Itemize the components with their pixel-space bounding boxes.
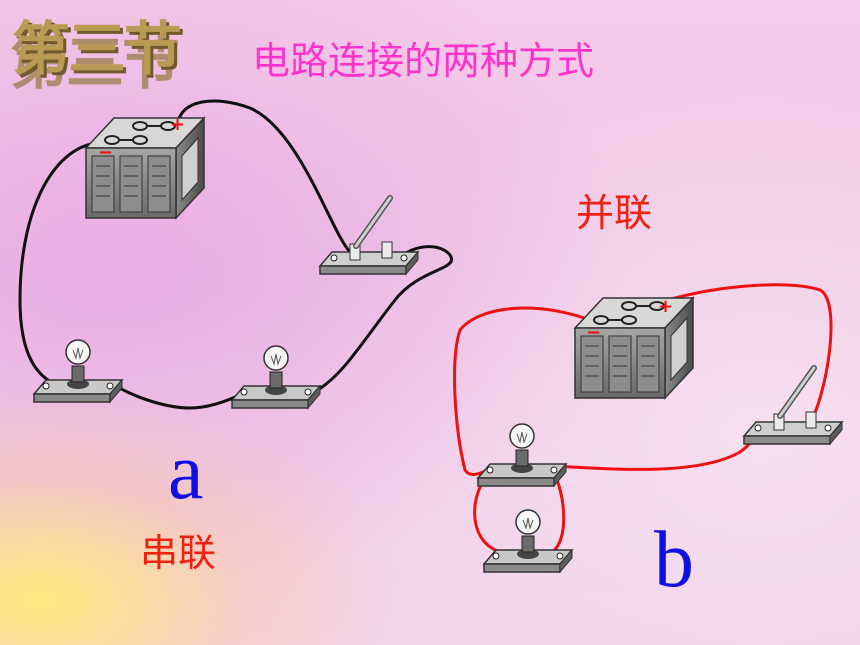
- battery-a-minus: −: [98, 142, 113, 163]
- series-label: 串联: [140, 531, 217, 575]
- battery-a-plus: +: [170, 114, 185, 135]
- bulb-a1: [33, 339, 123, 403]
- circuit-a-letter: a: [168, 428, 204, 516]
- slide-heading: 电路连接的两种方式: [252, 39, 595, 83]
- circuit-b-wire: [453, 283, 833, 554]
- switch-a: [320, 198, 418, 274]
- switch-b: [744, 368, 842, 444]
- circuit-b-group: + −: [453, 283, 842, 573]
- bulb-a2: [231, 345, 321, 409]
- battery-b-minus: −: [586, 322, 601, 343]
- circuit-a-group: + −: [18, 99, 454, 410]
- circuit-b-letter: b: [654, 516, 694, 604]
- parallel-label: 并联: [576, 191, 653, 235]
- battery-b-plus: +: [658, 296, 673, 317]
- circuit-a-wire: [18, 99, 454, 410]
- bulb-b1: [477, 423, 567, 487]
- battery-a: [85, 117, 205, 219]
- section-title: 第三节: [12, 15, 182, 83]
- battery-b: [574, 297, 694, 399]
